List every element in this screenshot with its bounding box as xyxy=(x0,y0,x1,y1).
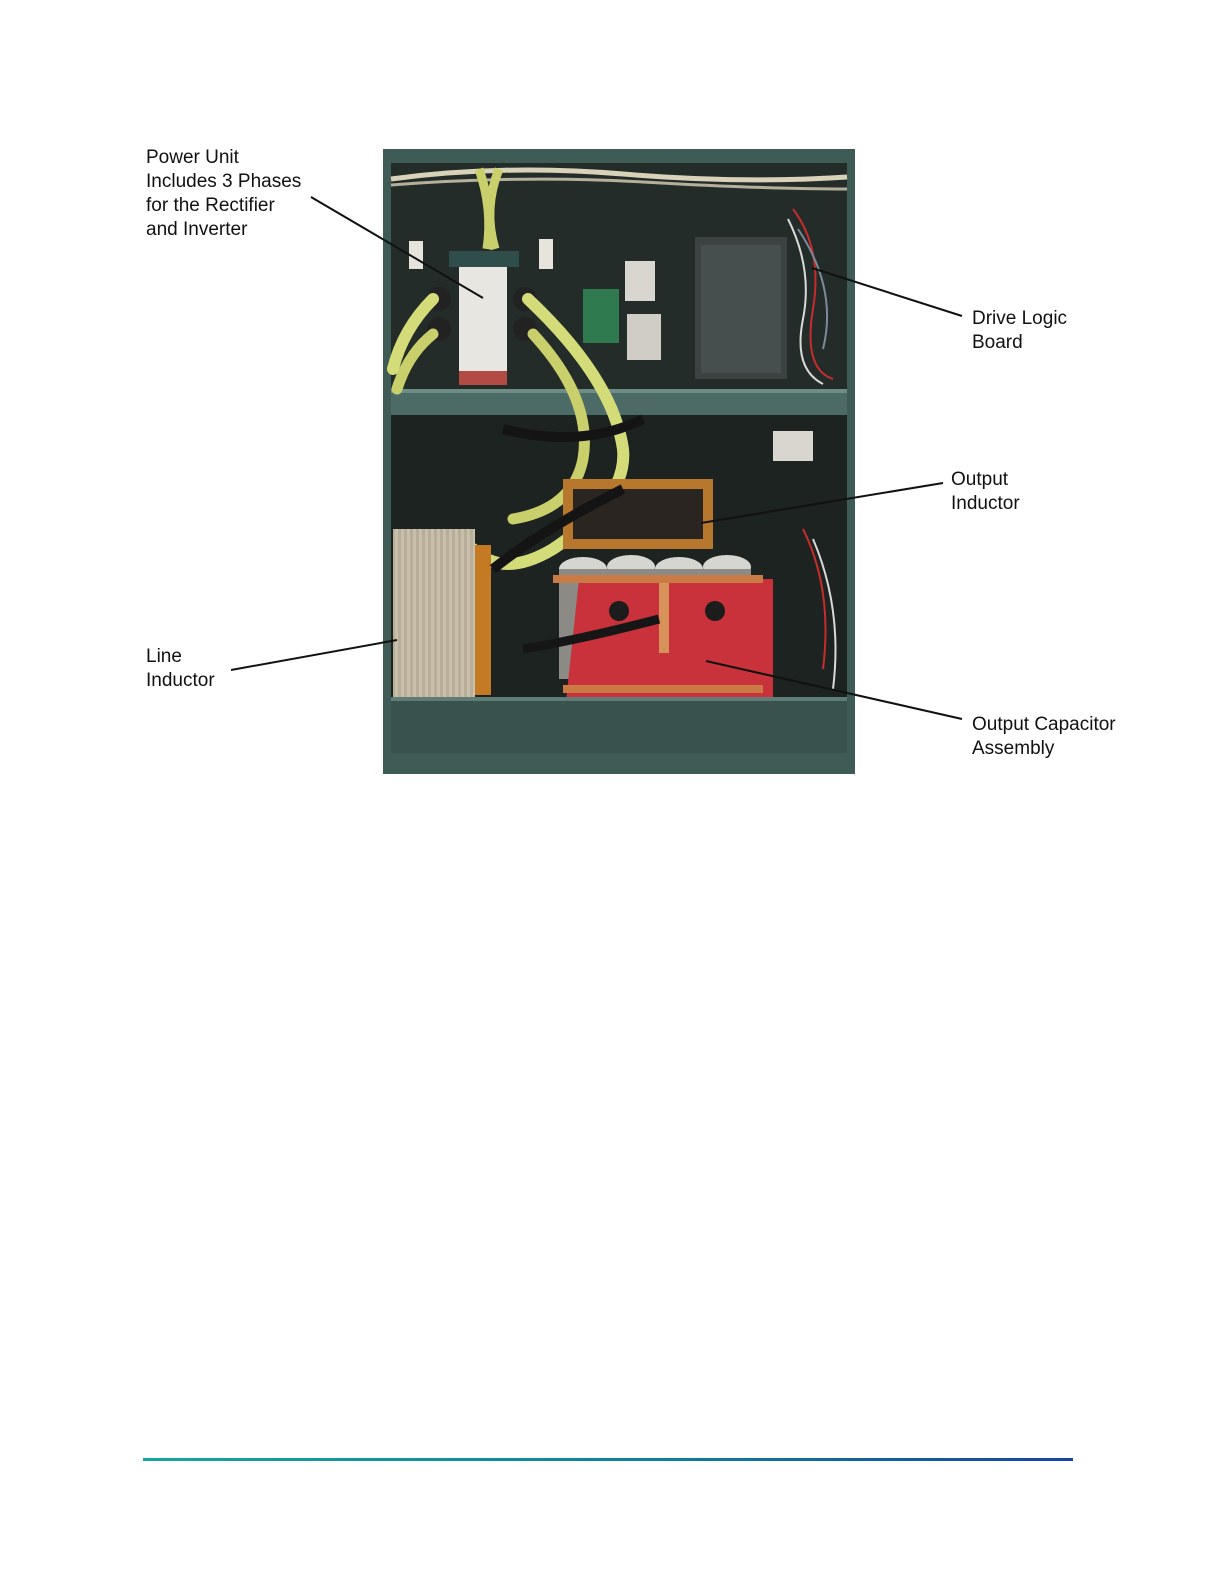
callout-drive-logic-board: Drive Logic Board xyxy=(972,307,1067,355)
callout-line-inductor: Line Inductor xyxy=(146,645,215,693)
contactor xyxy=(625,261,655,301)
leader-line-inductor xyxy=(231,640,397,670)
callout-output-capacitor-assembly: Output Capacitor Assembly xyxy=(972,713,1116,761)
control-card xyxy=(583,289,619,343)
cabinet-floor xyxy=(391,697,847,753)
footer-divider xyxy=(143,1458,1073,1461)
drive-cabinet-photo xyxy=(383,149,855,774)
callout-output-inductor: Output Inductor xyxy=(951,468,1020,516)
callout-power-unit: Power Unit Includes 3 Phases for the Rec… xyxy=(146,146,301,242)
power-unit-module xyxy=(459,265,507,371)
